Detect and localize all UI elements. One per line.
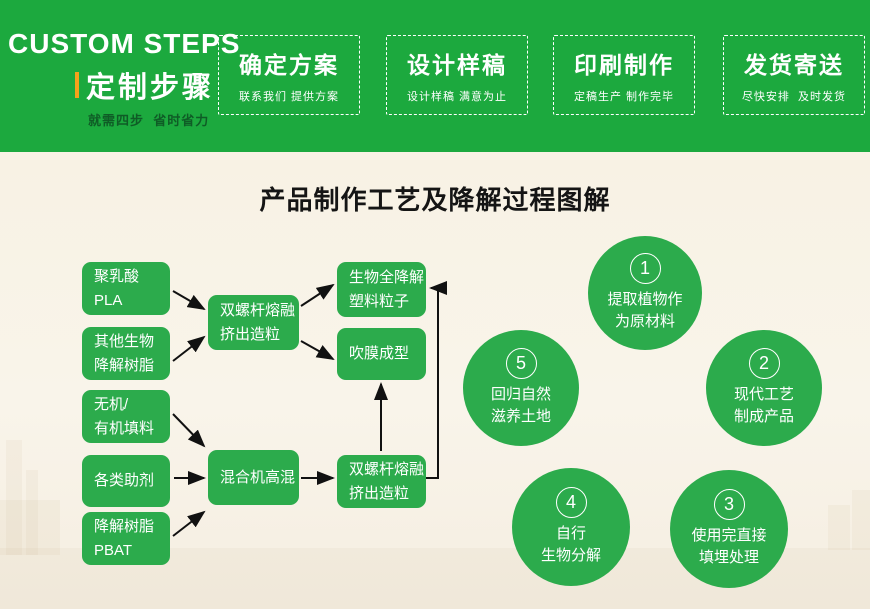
- circled-number-5: 5: [505, 347, 537, 379]
- step-subtitle: 联系我们 提供方案: [238, 91, 340, 103]
- circle-label: 回归自然 滋养土地: [490, 385, 551, 426]
- cycle-circle-1: 1 提取植物作 为原材料: [588, 236, 702, 350]
- step-card-4: 发货寄送 尽快安排 及时发货: [723, 35, 865, 115]
- step-card-1: 确定方案 联系我们 提供方案: [218, 35, 360, 115]
- circle-label: 使用完直接 填埋处理: [691, 526, 767, 567]
- circled-number-2: 2: [748, 347, 780, 379]
- step-title: 发货寄送: [744, 52, 844, 78]
- circle-label: 现代工艺 制成产品: [733, 385, 794, 426]
- cycle-circle-4: 4 自行 生物分解: [512, 468, 630, 586]
- accent-bar: [75, 72, 79, 98]
- step-card-3: 印刷制作 定稿生产 制作完毕: [553, 35, 695, 115]
- diagram-title: 产品制作工艺及降解过程图解: [259, 185, 611, 215]
- circled-number-3: 3: [713, 488, 745, 520]
- cycle-circle-2: 2 现代工艺 制成产品: [706, 330, 822, 446]
- flow-box-other-bio-resin: 其他生物 降解树脂: [82, 327, 170, 380]
- step-subtitle: 定稿生产 制作完毕: [573, 91, 675, 103]
- circle-label: 提取植物作 为原材料: [607, 290, 683, 331]
- cycle-circle-3: 3 使用完直接 填埋处理: [670, 470, 788, 588]
- flow-box-twin-screw-extruder-1: 双螺杆熔融 挤出造粒: [208, 295, 299, 350]
- flow-box-high-speed-mixer: 混合机高混: [208, 450, 299, 505]
- step-subtitle: 设计样稿 满意为止: [406, 91, 508, 103]
- flow-box-twin-screw-extruder-2: 双螺杆熔融 挤出造粒: [337, 455, 426, 508]
- brand-block: CUSTOM STEPS 定制步骤 就需四步 省时省力: [8, 28, 240, 129]
- brand-tagline: 就需四步 省时省力: [88, 113, 210, 128]
- circle-label: 自行 生物分解: [540, 524, 601, 565]
- brand-title-cn: 定制步骤: [86, 72, 215, 104]
- header-banner: CUSTOM STEPS 定制步骤 就需四步 省时省力 确定方案 联系我们 提供…: [0, 0, 870, 152]
- step-title: 印刷制作: [574, 52, 674, 78]
- step-subtitle: 尽快安排 及时发货: [741, 91, 847, 103]
- circled-number-1: 1: [629, 252, 661, 284]
- flow-box-additives: 各类助剂: [82, 455, 170, 507]
- step-card-2: 设计样稿 设计样稿 满意为止: [386, 35, 528, 115]
- step-title: 确定方案: [239, 52, 339, 78]
- flow-box-pbat: 降解树脂 PBAT: [82, 512, 170, 565]
- cycle-circle-5: 5 回归自然 滋养土地: [463, 330, 579, 446]
- brand-title-en: CUSTOM STEPS: [8, 28, 241, 59]
- flow-box-biodegradable-pellets: 生物全降解 塑料粒子: [337, 262, 426, 317]
- step-title: 设计样稿: [407, 52, 507, 78]
- flow-box-fillers: 无机/ 有机填料: [82, 390, 170, 443]
- flow-box-pla: 聚乳酸 PLA: [82, 262, 170, 315]
- flow-box-blow-molding: 吹膜成型: [337, 328, 426, 380]
- circled-number-4: 4: [555, 486, 587, 518]
